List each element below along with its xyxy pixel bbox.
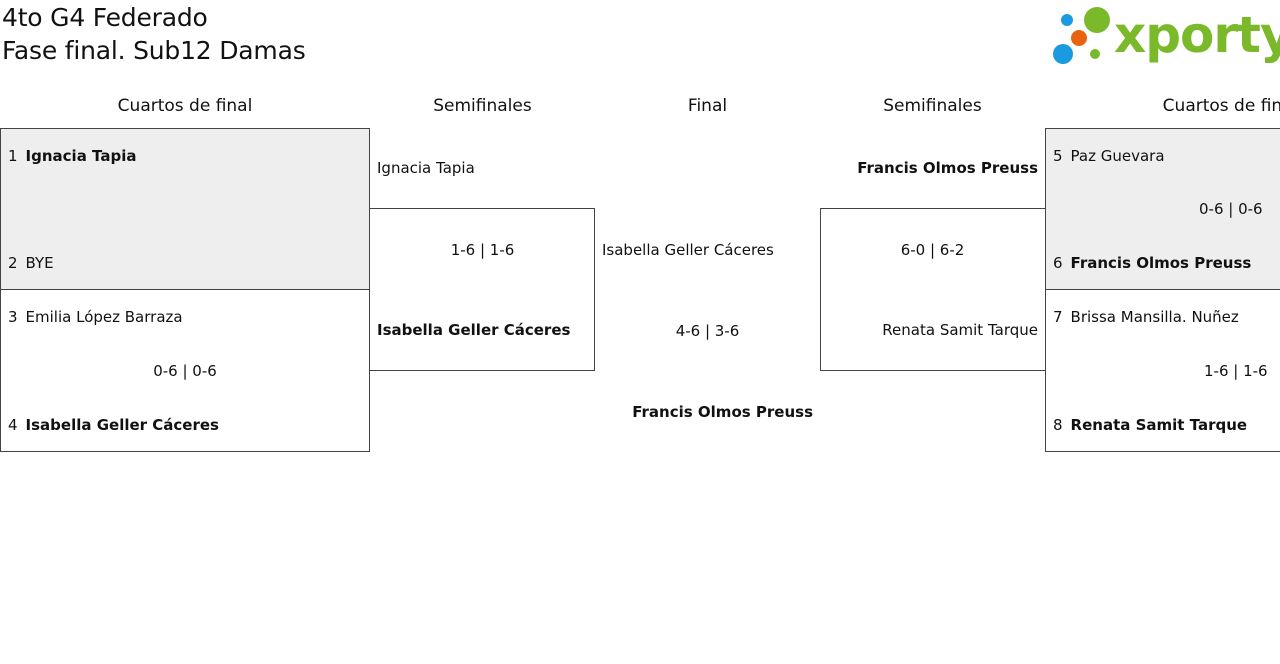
page-title: 4to G4 Federado — [2, 3, 208, 32]
player-name: Emilia López Barraza — [25, 308, 183, 326]
final-player2[interactable]: Francis Olmos Preuss — [632, 403, 813, 421]
qf1-player2[interactable]: 2 BYE — [8, 254, 54, 272]
qf3-player2[interactable]: 6 Francis Olmos Preuss — [1053, 254, 1251, 272]
round-header-final: Final — [687, 96, 728, 116]
final-player1[interactable]: Isabella Geller Cáceres — [602, 241, 774, 259]
qf2-player1[interactable]: 3 Emilia López Barraza — [8, 308, 183, 326]
qf4-player2[interactable]: 8 Renata Samit Tarque — [1053, 416, 1247, 434]
sf2-score: 6-0 | 6-2 — [900, 241, 965, 259]
qf2-score: 0-6 | 0-6 — [153, 362, 217, 380]
match-box-qf1 — [0, 128, 370, 290]
xporty-logo[interactable]: xporty — [1052, 4, 1280, 66]
qf2-player2[interactable]: 4 Isabella Geller Cáceres — [8, 416, 219, 434]
seed-number: 5 — [1053, 147, 1063, 165]
match-box-qf3 — [1045, 128, 1280, 290]
qf3-score: 0-6 | 0-6 — [1199, 200, 1263, 218]
match-box-sf2 — [820, 208, 1046, 371]
player-name: Isabella Geller Cáceres — [25, 416, 219, 434]
round-header-right-qf: Cuartos de final — [1162, 96, 1280, 116]
seed-number: 7 — [1053, 308, 1063, 326]
round-header-left-qf: Cuartos de final — [117, 96, 253, 116]
sf2-player2[interactable]: Renata Samit Tarque — [882, 321, 1038, 339]
page-subtitle: Fase final. Sub12 Damas — [2, 36, 306, 65]
sf1-score: 1-6 | 1-6 — [450, 241, 515, 259]
logo-dots-icon — [1053, 7, 1110, 64]
round-header-left-sf: Semifinales — [433, 96, 532, 116]
seed-number: 3 — [8, 308, 18, 326]
player-name: Ignacia Tapia — [25, 147, 137, 165]
player-name: Brissa Mansilla. Nuñez — [1070, 308, 1239, 326]
seed-number: 4 — [8, 416, 18, 434]
round-header-right-sf: Semifinales — [883, 96, 982, 116]
seed-number: 2 — [8, 254, 18, 272]
player-name: BYE — [25, 254, 54, 272]
sf1-player2[interactable]: Isabella Geller Cáceres — [377, 321, 571, 339]
seed-number: 6 — [1053, 254, 1063, 272]
player-name: Renata Samit Tarque — [1070, 416, 1248, 434]
player-name: Paz Guevara — [1070, 147, 1165, 165]
player-name: Francis Olmos Preuss — [1070, 254, 1252, 272]
match-box-qf4 — [1045, 289, 1280, 452]
qf4-score: 1-6 | 1-6 — [1204, 362, 1268, 380]
qf1-player1[interactable]: 1 Ignacia Tapia — [8, 147, 136, 165]
qf4-player1[interactable]: 7 Brissa Mansilla. Nuñez — [1053, 308, 1239, 326]
match-box-sf1 — [369, 208, 595, 371]
sf1-player1[interactable]: Ignacia Tapia — [377, 159, 475, 177]
final-score: 4-6 | 3-6 — [675, 322, 740, 340]
qf3-player1[interactable]: 5 Paz Guevara — [1053, 147, 1165, 165]
seed-number: 8 — [1053, 416, 1063, 434]
logo-text: xporty — [1114, 6, 1280, 64]
seed-number: 1 — [8, 147, 18, 165]
sf2-player1[interactable]: Francis Olmos Preuss — [857, 159, 1038, 177]
